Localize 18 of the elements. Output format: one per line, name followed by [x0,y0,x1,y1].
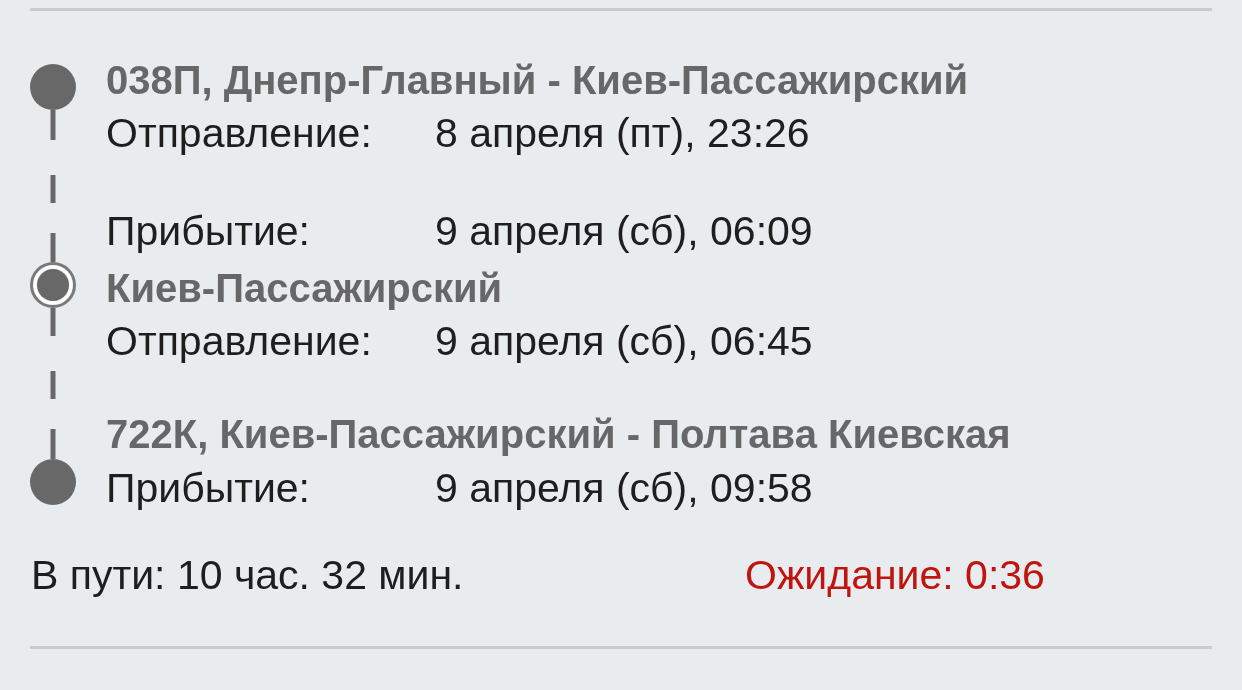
field-label: Прибытие: [106,464,310,512]
time-value: 8 апреля (пт), 23:26 [435,109,810,157]
waiting-time-text: Ожидание: 0:36 [745,551,1045,599]
route-title: 722К, Киев-Пассажирский - Полтава Киевская [106,411,1011,458]
dashed-connector [50,308,56,459]
station-name: Киев-Пассажирский [106,265,503,312]
stop-dot [29,63,77,111]
dashed-connector [50,110,56,262]
route-title: 038П, Днепр-Главный - Киев-Пассажирский [106,57,969,104]
field-label: Отправление: [106,109,372,157]
field-label: Отправление: [106,317,372,365]
field-label: Прибытие: [106,207,310,255]
time-value: 9 апреля (сб), 06:45 [435,317,813,365]
transfer-ring [29,261,77,309]
time-value: 9 апреля (сб), 06:09 [435,207,813,255]
stop-dot [29,458,77,506]
time-value: 9 апреля (сб), 09:58 [435,464,813,512]
travel-time-text: В пути: 10 час. 32 мин. [31,551,464,599]
